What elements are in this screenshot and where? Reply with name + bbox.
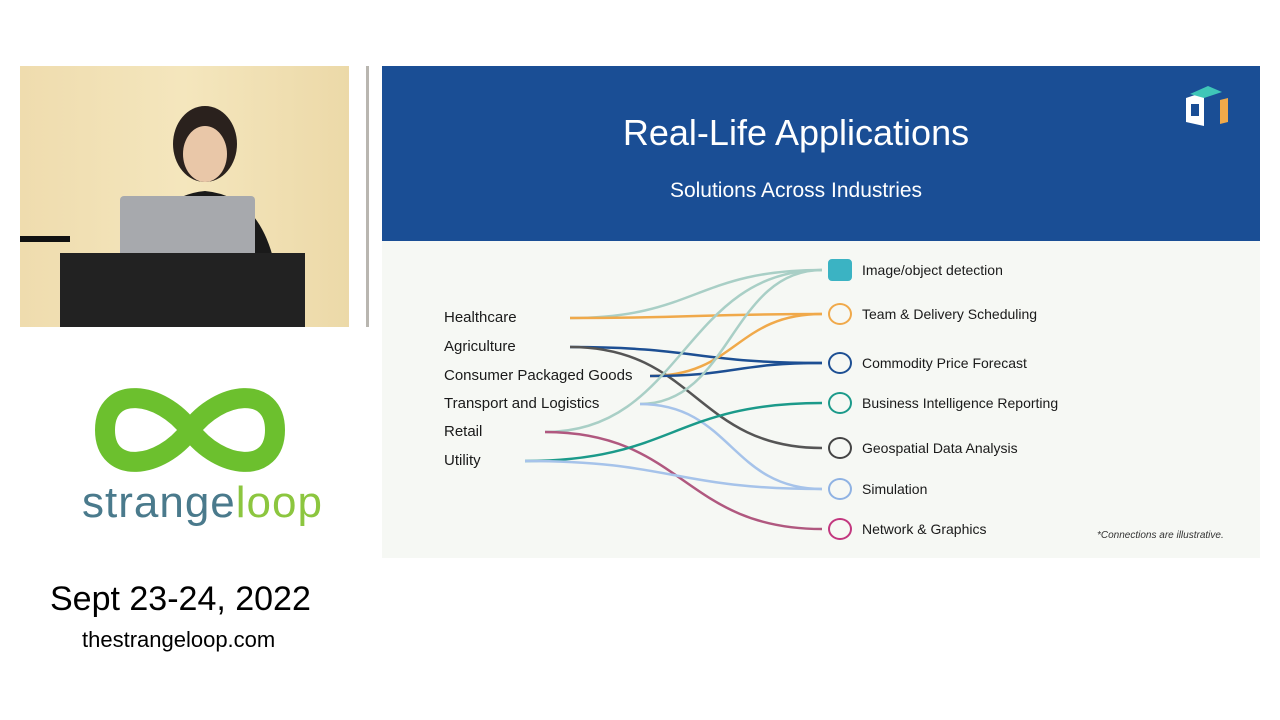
divider <box>366 66 369 327</box>
application-label: Simulation <box>862 481 928 497</box>
industry-label: Retail <box>444 423 483 440</box>
wordmark-part1: strange <box>82 478 236 527</box>
connection-lines <box>524 268 823 531</box>
connection-line <box>649 312 823 378</box>
connection-line <box>639 268 823 406</box>
connection-line <box>544 268 823 434</box>
application-label: Business Intelligence Reporting <box>862 395 1059 411</box>
network-icon <box>828 518 852 540</box>
application-item: Simulation <box>828 478 927 500</box>
industry-label: Utility <box>444 452 481 469</box>
application-item: Image/object detection <box>828 259 1003 281</box>
connection-line <box>544 430 823 531</box>
speaker-silhouette <box>20 106 305 327</box>
application-label: Image/object detection <box>862 262 1003 278</box>
connection-line <box>569 345 823 450</box>
footnote: *Connections are illustrative. <box>1097 530 1224 541</box>
application-item: Business Intelligence Reporting <box>828 392 1058 414</box>
industry-label: Consumer Packaged Goods <box>444 367 633 384</box>
event-website: thestrangeloop.com <box>82 627 276 652</box>
application-label: Team & Delivery Scheduling <box>862 306 1038 322</box>
connection-line <box>524 401 823 463</box>
connection-line <box>639 402 823 491</box>
map-pin-icon <box>828 437 852 459</box>
connection-line <box>569 345 823 365</box>
connection-line <box>569 268 823 320</box>
trend-up-icon <box>828 352 852 374</box>
industry-label: Agriculture <box>444 338 516 355</box>
application-item: Team & Delivery Scheduling <box>828 303 1037 325</box>
dashboard-icon <box>828 392 852 414</box>
monitor-icon <box>828 478 852 500</box>
event-dates: Sept 23-24, 2022 <box>50 580 311 618</box>
application-item: Network & Graphics <box>828 518 986 540</box>
application-label: Geospatial Data Analysis <box>862 440 1018 456</box>
camera-icon <box>828 259 852 281</box>
presentation-slide: Real-Life Applications Solutions Across … <box>382 66 1260 558</box>
speaker-video <box>20 66 349 327</box>
application-label: Network & Graphics <box>862 521 987 537</box>
connection-line <box>569 312 823 320</box>
wordmark-part2: loop <box>235 478 323 527</box>
application-label: Commodity Price Forecast <box>862 355 1027 371</box>
slide-title: Real-Life Applications <box>622 112 970 153</box>
strangeloop-logo-icon <box>94 388 286 472</box>
industry-label: Transport and Logistics <box>444 395 600 412</box>
strangeloop-wordmark: strangeloop <box>82 478 323 528</box>
application-item: Commodity Price Forecast <box>828 352 1027 374</box>
connection-line <box>524 459 823 491</box>
slide-header: Real-Life Applications Solutions Across … <box>382 66 1260 241</box>
industry-label: Healthcare <box>444 309 517 326</box>
connection-line <box>649 361 823 378</box>
company-logo-icon <box>1186 86 1228 126</box>
slide-subtitle: Solutions Across Industries <box>669 179 923 202</box>
application-item: Geospatial Data Analysis <box>828 437 1018 459</box>
gears-icon <box>828 303 852 325</box>
